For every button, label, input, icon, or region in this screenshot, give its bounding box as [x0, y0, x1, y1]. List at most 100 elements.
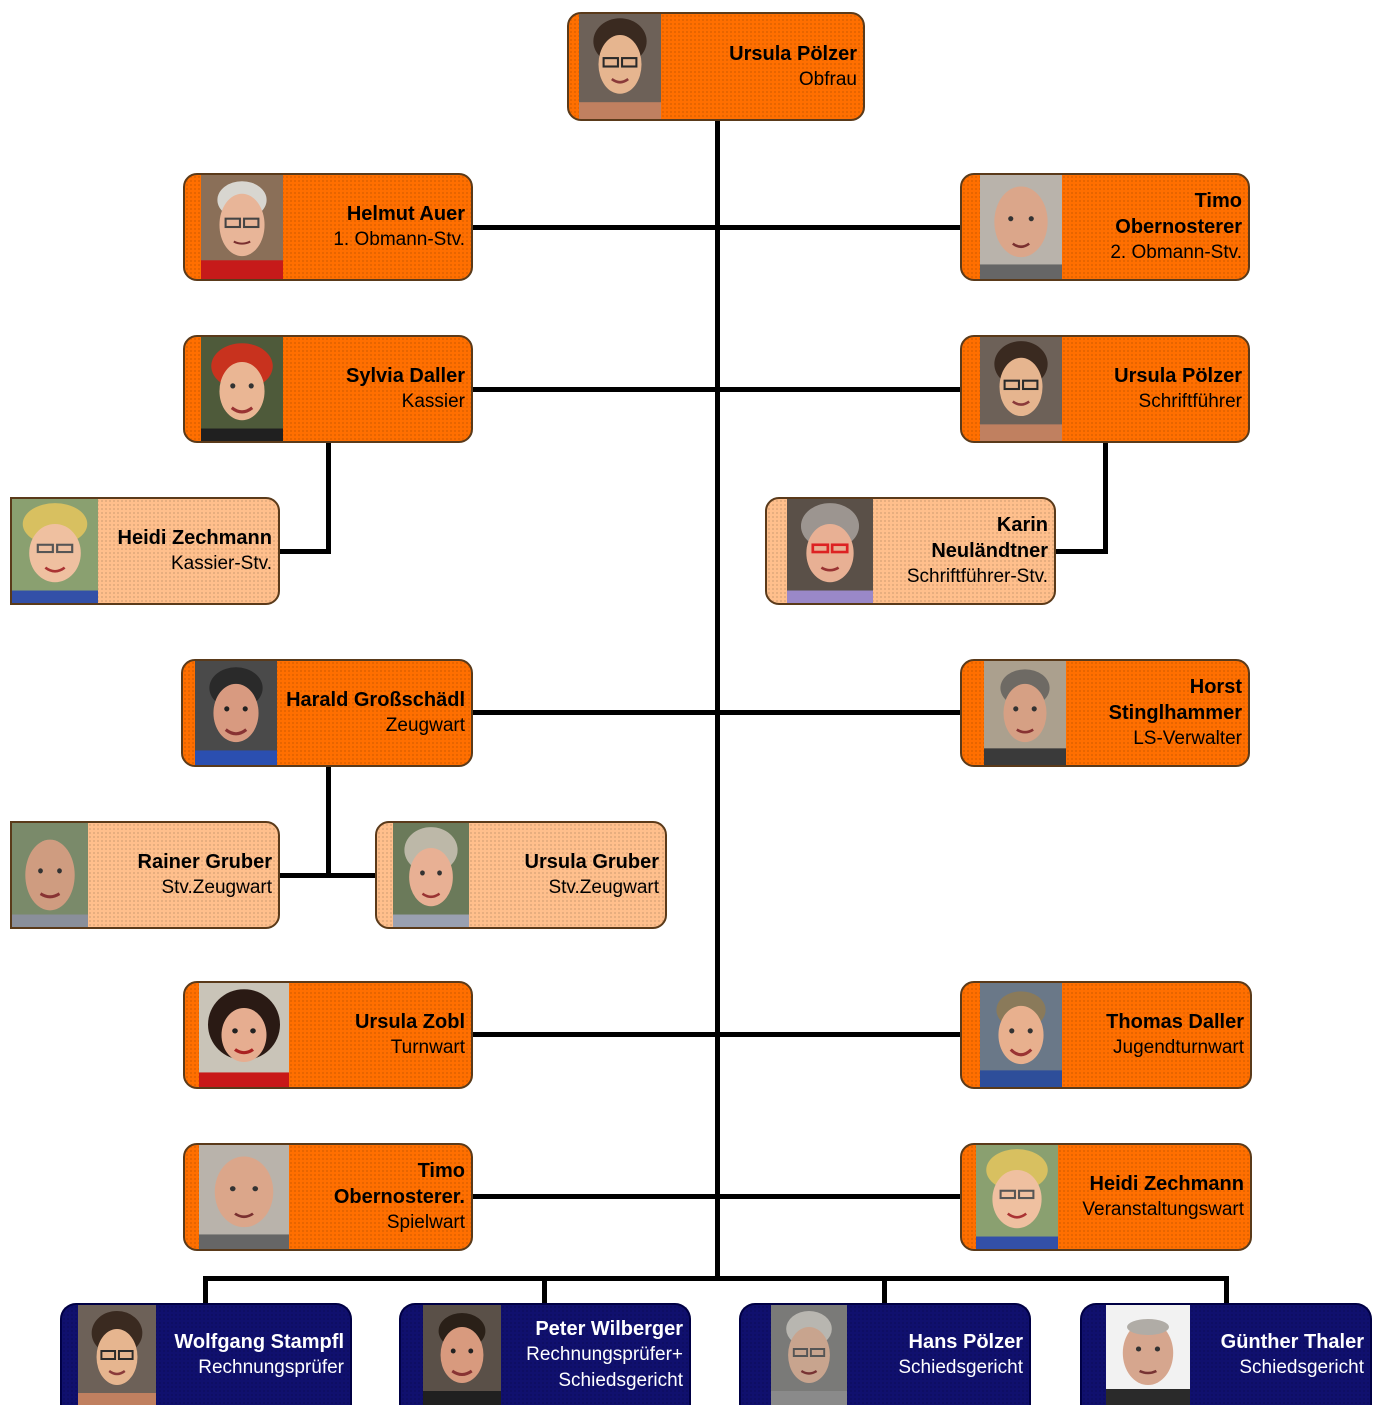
card-text: Sylvia Daller Kassier: [346, 337, 465, 441]
card-ls-verwalter: Horst Stinglhammer LS-Verwalter: [960, 659, 1250, 767]
person-role: Jugendturnwart: [1113, 1037, 1244, 1058]
card-text: Ursula Pölzer Schriftführer: [1114, 337, 1242, 441]
person-name: Hans Pölzer: [908, 1331, 1023, 1353]
connector-kassier-stv-h: [277, 549, 331, 554]
connector-drop-4: [1224, 1276, 1229, 1306]
connector-bottom-bar: [203, 1276, 1229, 1281]
person-photo: [423, 1305, 501, 1405]
card-schriftfuehrer: Ursula Pölzer Schriftführer: [960, 335, 1250, 443]
card-stv-zeugwart-2: Ursula Gruber Stv.Zeugwart: [375, 821, 667, 929]
card-text: Peter Wilberger Rechnungsprüfer+ Schieds…: [526, 1305, 683, 1405]
person-photo: [12, 499, 98, 603]
person-photo: [199, 1145, 289, 1249]
connector-row-3: [470, 710, 962, 715]
card-veranstaltungswart: Heidi Zechmann Veranstaltungswart: [960, 1143, 1252, 1251]
person-name: Sylvia Daller: [346, 365, 465, 387]
person-name: Günther Thaler: [1220, 1331, 1364, 1353]
card-text: Timo Obernosterer 2. Obmann-Stv.: [1110, 175, 1242, 279]
person-photo: [980, 983, 1062, 1087]
person-photo: [78, 1305, 156, 1405]
card-obfrau: Ursula Pölzer Obfrau: [567, 12, 865, 121]
person-name: Peter Wilberger: [535, 1318, 683, 1340]
card-text: Günther Thaler Schiedsgericht: [1221, 1305, 1364, 1405]
person-photo: [12, 823, 88, 927]
card-text: Ursula Pölzer Obfrau: [729, 14, 857, 119]
card-kassier: Sylvia Daller Kassier: [183, 335, 473, 443]
person-role: Schiedsgericht: [898, 1357, 1023, 1378]
card-schiedsgericht-2: Günther Thaler Schiedsgericht: [1080, 1303, 1372, 1405]
card-text: Karin Neuländtner Schriftführer-Stv.: [907, 499, 1048, 603]
person-photo: [201, 337, 283, 441]
connector-zeugwart-v: [326, 766, 331, 878]
connector-schrift-stv-v: [1103, 442, 1108, 554]
card-zeugwart: Harald Großschädl Zeugwart: [181, 659, 473, 767]
person-photo: [579, 14, 661, 119]
card-text: Harald Großschädl Zeugwart: [286, 661, 465, 765]
person-name: Ursula Pölzer: [729, 42, 857, 65]
card-stv-zeugwart-1: Rainer Gruber Stv.Zeugwart: [10, 821, 280, 929]
person-role: Schriftführer-Stv.: [906, 566, 1048, 587]
person-role: Stv.Zeugwart: [548, 877, 659, 898]
person-name: Thomas Daller: [1106, 1011, 1244, 1033]
person-role: Veranstaltungswart: [1082, 1199, 1244, 1220]
person-name-line-2: Neuländtner: [931, 540, 1048, 562]
person-role: Stv.Zeugwart: [161, 877, 272, 898]
person-role-line-1: Rechnungsprüfer+: [526, 1344, 683, 1365]
connector-schrift-stv-h: [1054, 549, 1108, 554]
card-text: Helmut Auer 1. Obmann-Stv.: [333, 175, 465, 279]
person-name: Heidi Zechmann: [1089, 1173, 1244, 1195]
connector-drop-2: [542, 1276, 547, 1306]
card-turnwart: Ursula Zobl Turnwart: [183, 981, 473, 1089]
person-photo: [199, 983, 289, 1087]
connector-drop-1: [203, 1276, 208, 1306]
connector-row-5: [470, 1194, 962, 1199]
connector-zeugwart-h: [277, 873, 377, 878]
card-rechnungspruefer-schiedsgericht: Peter Wilberger Rechnungsprüfer+ Schieds…: [399, 1303, 691, 1405]
card-text: Heidi Zechmann Veranstaltungswart: [1082, 1145, 1244, 1249]
person-name-line-2: Obernosterer: [1115, 216, 1242, 238]
person-name: Ursula Zobl: [354, 1011, 465, 1033]
person-name-line-1: Timo: [417, 1160, 465, 1182]
person-photo: [976, 1145, 1058, 1249]
person-role-line-2: Schiedsgericht: [558, 1370, 683, 1391]
card-jugendturnwart: Thomas Daller Jugendturnwart: [960, 981, 1252, 1089]
person-role: Spielwart: [386, 1212, 465, 1233]
person-name: Ursula Gruber: [524, 851, 659, 873]
person-role: Turnwart: [390, 1037, 465, 1058]
person-name: Wolfgang Stampfl: [174, 1331, 344, 1353]
person-role: Kassier-Stv.: [170, 553, 272, 574]
person-photo: [195, 661, 277, 765]
connector-row-2: [470, 387, 962, 392]
card-obmann-stv-2: Timo Obernosterer 2. Obmann-Stv.: [960, 173, 1250, 281]
person-role: 1. Obmann-Stv.: [333, 229, 465, 250]
person-name: Helmut Auer: [346, 203, 465, 225]
person-role: Schiedsgericht: [1239, 1357, 1364, 1378]
person-name-line-2: Stinglhammer: [1108, 702, 1242, 724]
card-text: Wolfgang Stampfl Rechnungsprüfer: [174, 1305, 344, 1405]
person-photo: [787, 499, 873, 603]
card-text: Ursula Zobl Turnwart: [355, 983, 465, 1087]
connector-kassier-stv-v: [326, 442, 331, 554]
person-photo: [393, 823, 469, 927]
card-text: Horst Stinglhammer LS-Verwalter: [1109, 661, 1242, 765]
person-role: LS-Verwalter: [1133, 728, 1242, 749]
person-photo: [980, 175, 1062, 279]
person-role: Zeugwart: [385, 715, 465, 736]
card-text: Timo Obernosterer. Spielwart: [334, 1145, 465, 1249]
card-text: Heidi Zechmann Kassier-Stv.: [118, 499, 272, 603]
card-text: Ursula Gruber Stv.Zeugwart: [525, 823, 659, 927]
person-name-line-1: Horst: [1189, 676, 1242, 698]
person-role: Rechnungsprüfer: [198, 1357, 344, 1378]
person-name: Heidi Zechmann: [117, 527, 272, 549]
card-spielwart: Timo Obernosterer. Spielwart: [183, 1143, 473, 1251]
card-text: Thomas Daller Jugendturnwart: [1106, 983, 1244, 1087]
connector-row-4: [470, 1032, 962, 1037]
person-name: Harald Großschädl: [286, 689, 465, 711]
person-role: Kassier: [401, 391, 465, 412]
connector-trunk: [715, 120, 720, 1280]
card-schriftfuehrer-stv: Karin Neuländtner Schriftführer-Stv.: [765, 497, 1056, 605]
card-schiedsgericht-1: Hans Pölzer Schiedsgericht: [739, 1303, 1031, 1405]
connector-row-1: [470, 225, 962, 230]
person-role: Schriftführer: [1138, 391, 1242, 412]
card-text: Hans Pölzer Schiedsgericht: [898, 1305, 1023, 1405]
